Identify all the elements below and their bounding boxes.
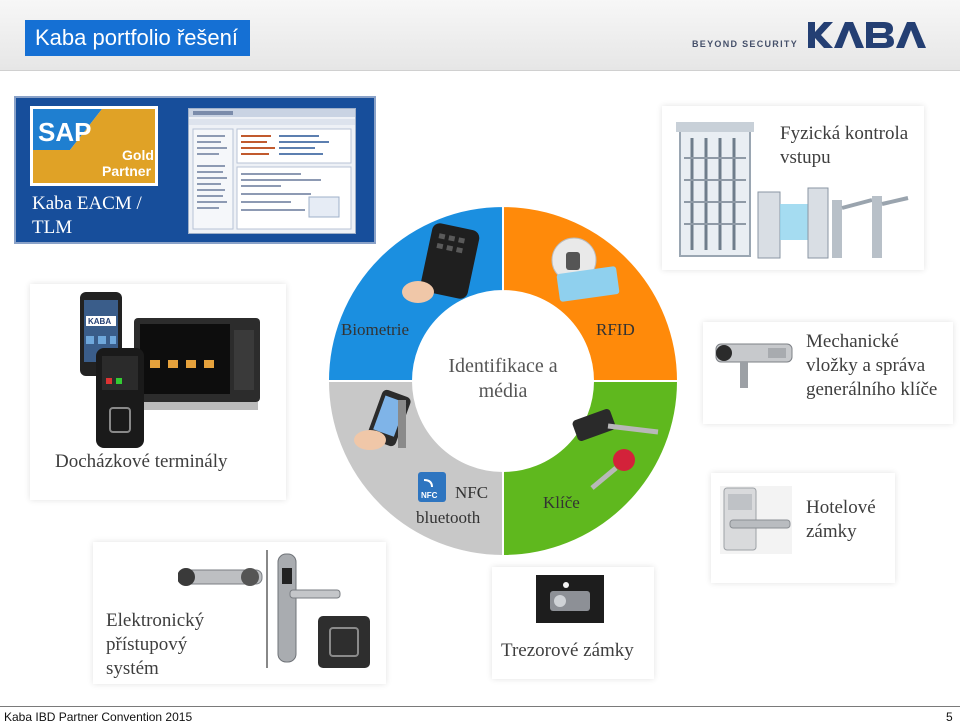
safe-lock-image — [536, 575, 604, 623]
hotel-lock-image — [720, 486, 792, 554]
nfc-badge-text: NFC — [421, 491, 438, 500]
diagram-center-label: Identifikace a média — [448, 355, 558, 402]
divider-line — [266, 550, 268, 668]
label-biometrie: Biometrie — [341, 320, 409, 339]
digital-cylinder — [178, 568, 263, 586]
nfc-icon: NFC — [418, 472, 446, 502]
sap-screenshot-image — [189, 109, 355, 230]
sap-gold-shape — [33, 109, 155, 183]
sap-text: SAP — [38, 117, 91, 147]
gate-barriers — [757, 187, 909, 259]
kaba-logo — [808, 22, 926, 48]
header-divider — [0, 70, 960, 71]
gold-text: Gold — [122, 147, 154, 163]
electronic-access-image — [178, 550, 370, 668]
slide-title: Kaba portfolio řešení — [25, 20, 250, 56]
finger — [402, 281, 434, 303]
diagram-center — [415, 293, 591, 469]
slide-footer: Kaba IBD Partner Convention 2015 5 — [0, 706, 960, 726]
label-klice: Klíče — [543, 493, 580, 512]
label-hotelove-zamky: Hotelové zámky — [806, 497, 876, 542]
turnstile-image — [676, 122, 909, 259]
label-trezorove-zamky: Trezorové zámky — [501, 640, 634, 661]
label-elektronicky-system: Elektronický přístupový systém — [106, 610, 205, 679]
page-number: 5 — [946, 710, 953, 724]
terminals-image: KABA — [80, 292, 260, 448]
card-reader-device — [96, 348, 144, 448]
wall-reader — [318, 616, 370, 668]
lock-cylinder-image — [715, 343, 793, 388]
sap-screenshot — [188, 108, 356, 234]
brand-tagline: BEYOND SECURITY — [692, 39, 799, 49]
sap-blue-shape — [33, 109, 102, 150]
label-fyzicka-kontrola: Fyzická kontrola vstupu — [780, 123, 909, 168]
electronic-door-handle — [277, 553, 341, 663]
fingerprint-reader-image — [402, 223, 480, 303]
label-mechanicke-vlozky: Mechanické vložky a správa generálního k… — [806, 331, 938, 400]
sap-gold-partner-badge: SAP Gold Partner — [30, 106, 158, 186]
nfc-phone-image — [354, 389, 411, 450]
kaba-logo-letters — [808, 22, 926, 48]
label-bluetooth: bluetooth — [416, 508, 481, 527]
sap-label: Kaba EACM / TLM — [32, 193, 142, 238]
partner-text: Partner — [102, 163, 152, 179]
terminal-brand: KABA — [88, 317, 111, 326]
label-dochazkove-terminaly: Docházkové terminály — [55, 451, 228, 472]
label-rfid: RFID — [596, 320, 635, 339]
keys-image — [572, 408, 659, 490]
identification-diagram: NFC — [326, 204, 680, 558]
rfid-card-image — [551, 237, 620, 302]
wall-terminal — [134, 318, 260, 410]
revolving-door — [676, 122, 754, 257]
label-nfc: NFC — [455, 483, 489, 502]
footer-text: Kaba IBD Partner Convention 2015 — [4, 710, 193, 724]
